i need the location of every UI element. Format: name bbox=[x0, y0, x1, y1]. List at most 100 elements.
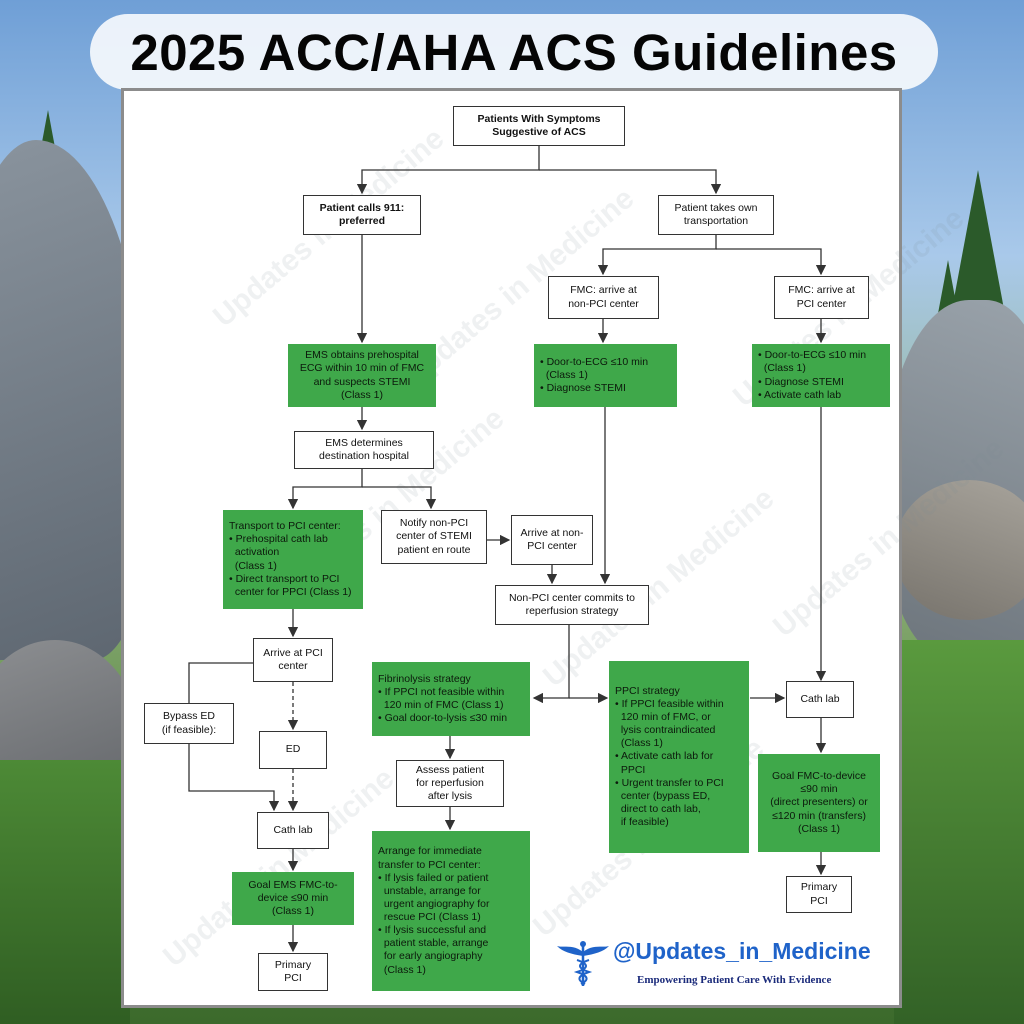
node-text-line: Patients With Symptoms bbox=[477, 112, 601, 125]
node-text-line: transfer to PCI center: bbox=[378, 858, 481, 871]
node-text-line: direct to cath lab, bbox=[615, 802, 701, 815]
node-text-line: for early angiography bbox=[378, 950, 483, 963]
node-patient-calls-911: Patient calls 911:preferred bbox=[303, 195, 421, 235]
node-text-line: center bbox=[278, 660, 308, 672]
node-text-line: lysis contraindicated bbox=[615, 724, 716, 737]
node-text-line: center for PPCI (Class 1) bbox=[229, 585, 352, 598]
node-text-line: PPCI bbox=[615, 763, 646, 776]
flowchart-connectors bbox=[188, 143, 827, 953]
node-text-line: ≤90 min bbox=[800, 783, 838, 796]
node-text-line: EMS determines bbox=[325, 436, 403, 449]
node-text-line: urgent angiography for bbox=[378, 897, 490, 910]
node-text-line: patient en route bbox=[397, 543, 471, 556]
node-text-line: • Direct transport to PCI bbox=[229, 572, 340, 585]
node-text-line: Primary bbox=[274, 958, 312, 971]
node-text-line: Notify non-PCI bbox=[399, 517, 469, 530]
node-text-line: (Class 1) bbox=[340, 388, 383, 401]
node-goal-fmc-to-device: Goal FMC-to-device≤90 min(direct present… bbox=[758, 754, 880, 852]
node-text-line: Transport to PCI center: bbox=[229, 520, 341, 533]
node-text-line: destination hospital bbox=[319, 450, 409, 462]
node-text-line: Suggestive of ACS bbox=[492, 126, 586, 138]
node-text-line: if feasible) bbox=[615, 816, 669, 829]
node-text-line: unstable, arrange for bbox=[378, 884, 481, 897]
node-fibrinolysis-strategy: Fibrinolysis strategy• If PPCI not feasi… bbox=[372, 662, 530, 736]
node-cath-lab-left: Cath lab bbox=[257, 812, 329, 849]
title-banner: 2025 ACC/AHA ACS Guidelines bbox=[90, 14, 938, 90]
node-ppci-strategy: PPCI strategy• If PPCI feasible within 1… bbox=[609, 661, 749, 853]
node-text-line: • If lysis successful and bbox=[378, 924, 487, 937]
node-ed: ED bbox=[259, 731, 327, 769]
node-text-line: Fibrinolysis strategy bbox=[378, 672, 471, 685]
node-text-line: • Goal door-to-lysis ≤30 min bbox=[378, 712, 508, 725]
node-text-line: Non-PCI center commits to bbox=[508, 591, 636, 604]
page-title: 2025 ACC/AHA ACS Guidelines bbox=[130, 23, 898, 81]
node-text-line: Cath lab bbox=[273, 823, 313, 836]
node-goal-ems-fmc-to-device: Goal EMS FMC-to-device ≤90 min(Class 1) bbox=[232, 872, 354, 925]
node-text-line: PCI bbox=[810, 894, 828, 907]
node-text-line: FMC: arrive at bbox=[788, 284, 855, 297]
node-non-pci-door-to-ecg: • Door-to-ECG ≤10 min (Class 1)• Diagnos… bbox=[534, 344, 677, 407]
node-text-line: • Diagnose STEMI bbox=[540, 382, 626, 395]
flowchart-card: Updates in Medicine Updates in Medicine … bbox=[121, 88, 1010, 1008]
node-text-line: ECG within 10 min of FMC bbox=[299, 362, 425, 375]
node-text-line: patient stable, arrange bbox=[378, 937, 489, 950]
node-text-line: • Activate cath lab bbox=[758, 388, 842, 401]
node-text-line: 120 min of FMC (Class 1) bbox=[378, 699, 504, 711]
caduceus-icon bbox=[557, 941, 609, 986]
brand-name: @Updates_in_Medicine bbox=[613, 938, 871, 964]
node-text-line: Goal EMS FMC-to- bbox=[248, 878, 338, 891]
node-text-line: (Class 1) bbox=[271, 905, 314, 918]
node-text-line: for reperfusion bbox=[416, 776, 484, 789]
node-text-line: PPCI strategy bbox=[615, 684, 680, 697]
node-transport-to-pci: Transport to PCI center:• Prehospital ca… bbox=[223, 510, 363, 609]
brand-tagline: Empowering Patient Care With Evidence bbox=[637, 974, 832, 986]
node-text-line: PCI center bbox=[796, 297, 847, 310]
node-text-line: Assess patient bbox=[415, 763, 485, 776]
node-text-line: Cath lab bbox=[800, 692, 840, 705]
node-text-line: activation bbox=[229, 546, 280, 559]
node-text-line: Patient takes own bbox=[674, 201, 758, 214]
node-text-line: Arrange for immediate bbox=[378, 845, 482, 858]
node-text-line: • Diagnose STEMI bbox=[758, 375, 844, 388]
node-text-line: (Class 1) bbox=[540, 368, 588, 381]
node-text-line: Goal FMC-to-device bbox=[772, 770, 866, 783]
node-pci-door-to-ecg: • Door-to-ECG ≤10 min (Class 1)• Diagnos… bbox=[752, 344, 890, 407]
node-text-line: center (bypass ED, bbox=[615, 789, 711, 802]
node-arrive-non-pci: Arrive at non-PCI center bbox=[511, 515, 593, 565]
node-text-line: • If PPCI not feasible within bbox=[378, 685, 505, 698]
node-text-line: • Door-to-ECG ≤10 min bbox=[758, 349, 867, 362]
node-text-line: (if feasible): bbox=[161, 723, 217, 736]
node-text-line: • If lysis failed or patient bbox=[378, 871, 489, 884]
node-text-line: reperfusion strategy bbox=[525, 605, 619, 617]
node-text-line: preferred bbox=[338, 215, 386, 227]
node-text-line: device ≤90 min bbox=[257, 891, 329, 904]
node-text-line: EMS obtains prehospital bbox=[305, 349, 419, 362]
node-text-line: • Prehospital cath lab bbox=[229, 533, 328, 546]
brand-footer: @Updates_in_Medicine Empowering Patient … bbox=[555, 938, 900, 990]
node-text-line: ED bbox=[285, 743, 301, 756]
node-text-line: Arrive at non- bbox=[520, 526, 584, 539]
node-text-line: (direct presenters) or bbox=[770, 796, 868, 809]
node-text-line: • Activate cath lab for bbox=[615, 750, 714, 763]
node-text-line: • Door-to-ECG ≤10 min bbox=[540, 355, 649, 368]
node-text-line: 120 min of FMC, or bbox=[615, 711, 711, 724]
node-text-line: (Class 1) bbox=[378, 963, 426, 976]
node-text-line: Arrive at PCI bbox=[263, 646, 323, 659]
node-text-line: after lysis bbox=[427, 790, 473, 803]
node-text-line: PCI bbox=[284, 972, 302, 984]
node-text-line: (Class 1) bbox=[758, 362, 806, 375]
node-text-line: • If PPCI feasible within bbox=[615, 697, 724, 710]
node-text-line: (Class 1) bbox=[229, 559, 277, 572]
node-text-line: FMC: arrive at bbox=[570, 284, 637, 297]
